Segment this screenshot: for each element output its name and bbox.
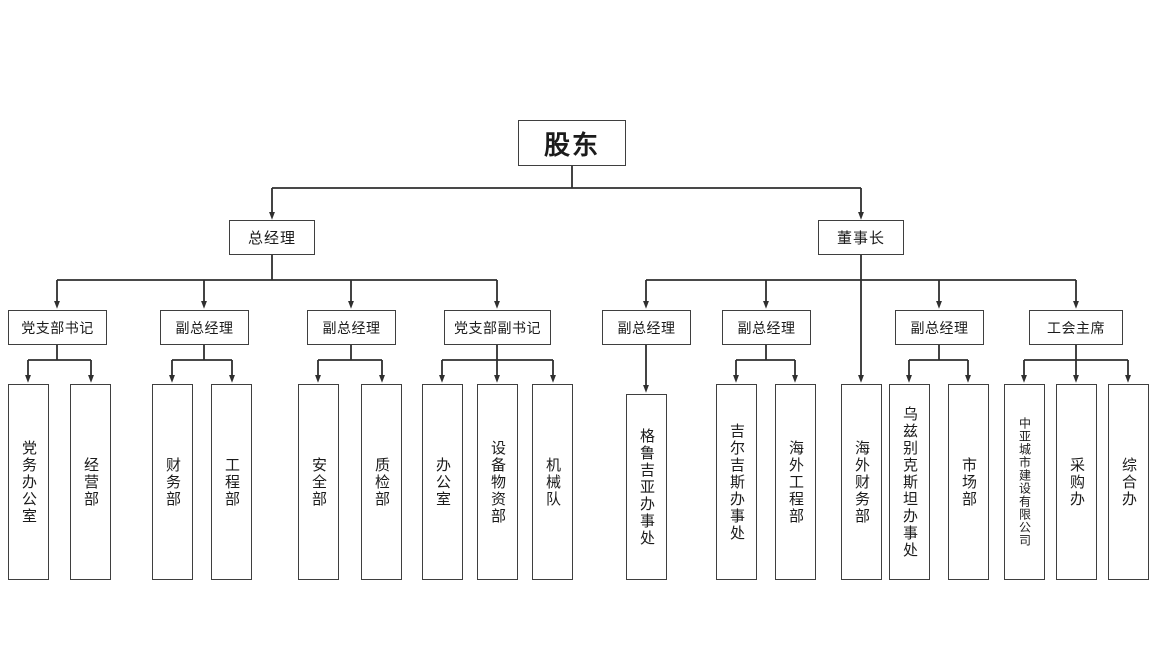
node-label: 海外工程部 [787, 439, 805, 525]
node-deputy-gm-3[interactable]: 副总经理 [602, 310, 691, 345]
node-label: 设备物资部 [489, 439, 507, 525]
leaf-kyrgyzstan-office[interactable]: 吉尔吉斯办事处 [716, 384, 757, 580]
leaf-machinery-team[interactable]: 机械队 [532, 384, 573, 580]
node-deputy-party-secretary[interactable]: 党支部副书记 [444, 310, 551, 345]
leaf-marketing-dept[interactable]: 市场部 [948, 384, 989, 580]
node-label: 吉尔吉斯办事处 [728, 422, 746, 542]
leaf-safety-dept[interactable]: 安全部 [298, 384, 339, 580]
node-label: 采购办 [1068, 456, 1086, 508]
leaf-quality-inspection-dept[interactable]: 质检部 [361, 384, 402, 580]
leaf-finance-dept[interactable]: 财务部 [152, 384, 193, 580]
leaf-engineering-dept[interactable]: 工程部 [211, 384, 252, 580]
leaf-operations-dept[interactable]: 经营部 [70, 384, 111, 580]
leaf-party-affairs-office[interactable]: 党务办公室 [8, 384, 49, 580]
node-label: 副总经理 [617, 320, 676, 337]
node-label: 党支部书记 [21, 320, 94, 337]
node-label: 财务部 [164, 456, 182, 508]
node-deputy-gm-1[interactable]: 副总经理 [160, 310, 249, 345]
node-label: 机械队 [544, 456, 562, 508]
leaf-general-affairs-office[interactable]: 综合办 [1108, 384, 1149, 580]
node-label: 党支部副书记 [454, 320, 541, 337]
node-label: 经营部 [82, 456, 100, 508]
leaf-equipment-materials-dept[interactable]: 设备物资部 [477, 384, 518, 580]
node-label: 格鲁吉亚办事处 [638, 427, 656, 547]
leaf-overseas-finance-dept[interactable]: 海外财务部 [841, 384, 882, 580]
node-party-branch-secretary[interactable]: 党支部书记 [8, 310, 107, 345]
leaf-overseas-engineering-dept[interactable]: 海外工程部 [775, 384, 816, 580]
node-label: 质检部 [373, 456, 391, 508]
node-label: 办公室 [434, 456, 452, 508]
node-chairman[interactable]: 董事长 [818, 220, 904, 255]
node-general-manager[interactable]: 总经理 [229, 220, 315, 255]
node-label: 股东 [543, 130, 600, 161]
node-label: 副总经理 [322, 320, 381, 337]
node-union-chairman[interactable]: 工会主席 [1029, 310, 1123, 345]
node-label: 副总经理 [737, 320, 796, 337]
node-label: 党务办公室 [20, 439, 38, 525]
node-label: 工程部 [223, 456, 241, 508]
node-label: 副总经理 [910, 320, 969, 337]
node-label: 总经理 [247, 229, 296, 247]
node-root-shareholders[interactable]: 股东 [518, 120, 626, 166]
node-label: 海外财务部 [853, 439, 871, 525]
node-label: 安全部 [310, 456, 328, 508]
leaf-procurement-office[interactable]: 采购办 [1056, 384, 1097, 580]
node-label: 乌兹别克斯坦办事处 [901, 405, 919, 559]
node-label: 综合办 [1120, 456, 1138, 508]
node-label: 中亚城市建设有限公司 [1017, 417, 1032, 547]
node-deputy-gm-4[interactable]: 副总经理 [722, 310, 811, 345]
node-deputy-gm-2[interactable]: 副总经理 [307, 310, 396, 345]
node-label: 董事长 [836, 229, 885, 247]
leaf-office[interactable]: 办公室 [422, 384, 463, 580]
node-deputy-gm-5[interactable]: 副总经理 [895, 310, 984, 345]
leaf-central-asia-urban-construction-co[interactable]: 中亚城市建设有限公司 [1004, 384, 1045, 580]
leaf-georgia-office[interactable]: 格鲁吉亚办事处 [626, 394, 667, 580]
leaf-uzbekistan-office[interactable]: 乌兹别克斯坦办事处 [889, 384, 930, 580]
node-label: 市场部 [960, 456, 978, 508]
node-label: 工会主席 [1047, 320, 1105, 337]
node-label: 副总经理 [175, 320, 234, 337]
